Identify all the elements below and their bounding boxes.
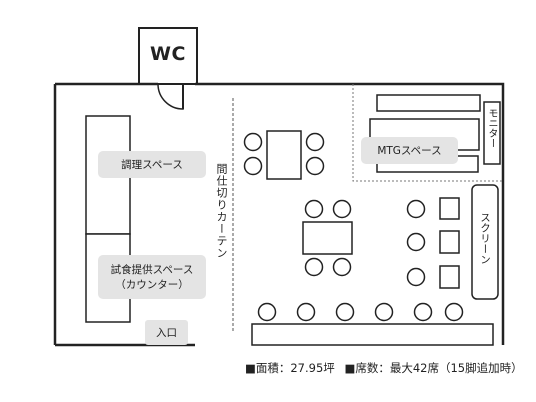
mtg-area-boundary xyxy=(352,84,503,182)
wc-room xyxy=(138,27,198,85)
table-middle xyxy=(302,221,353,255)
stool xyxy=(444,302,464,322)
wc-label: WC xyxy=(150,43,186,65)
screen xyxy=(471,184,499,300)
entrance-label: 入口 xyxy=(145,320,188,345)
serving-space-label: 試食提供スペース （カウンター） xyxy=(98,255,206,299)
table-upper xyxy=(266,130,302,180)
monitor-label: モニター xyxy=(486,108,497,148)
stool xyxy=(257,302,277,322)
chair xyxy=(243,132,263,152)
chair xyxy=(406,267,426,287)
small-table xyxy=(439,197,460,220)
small-table xyxy=(439,265,460,289)
mtg-sofa xyxy=(376,94,481,112)
chair xyxy=(332,257,352,277)
chair xyxy=(332,199,352,219)
stool xyxy=(413,302,433,322)
stool xyxy=(335,302,355,322)
wc-door xyxy=(157,83,184,110)
chair xyxy=(305,132,325,152)
small-table xyxy=(439,230,460,254)
monitor xyxy=(483,101,501,165)
kitchen-space-label: 調理スペース xyxy=(98,151,206,178)
floor-stats: ■面積：27.95坪 ■席数：最大42席（15脚追加時） xyxy=(245,360,529,376)
bottom-counter xyxy=(251,323,494,346)
area-stat: ■面積：27.95坪 xyxy=(245,361,335,375)
chair xyxy=(304,257,324,277)
stool xyxy=(296,302,316,322)
stool xyxy=(374,302,394,322)
partition-curtain-label: 間仕切りカーテン xyxy=(215,163,228,259)
seat-stat: ■席数：最大42席（15脚追加時） xyxy=(344,361,523,375)
serving-space-line2: （カウンター） xyxy=(115,279,189,291)
serving-space-line1: 試食提供スペース xyxy=(110,264,194,276)
chair xyxy=(243,156,263,176)
chair xyxy=(406,232,426,252)
screen-label: スクリーン xyxy=(479,212,491,265)
chair xyxy=(305,156,325,176)
chair xyxy=(304,199,324,219)
mtg-space-label: MTGスペース xyxy=(361,137,458,164)
chair xyxy=(406,199,426,219)
outer-wall xyxy=(53,82,505,347)
